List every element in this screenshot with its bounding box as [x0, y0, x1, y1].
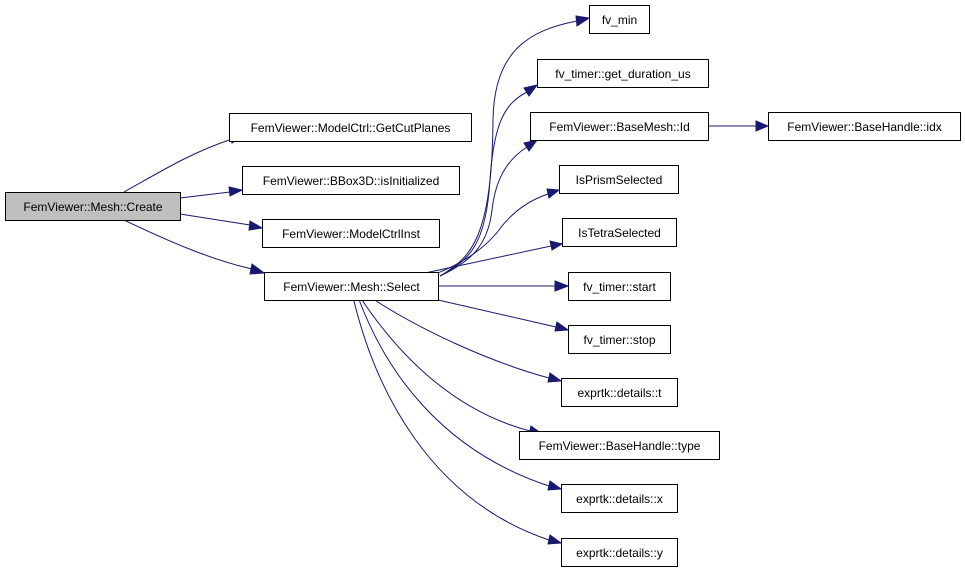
- edge-select-basemesh_id: [439, 139, 539, 277]
- edge-select-exprtk_t: [369, 296, 563, 383]
- edge-select-fv_timer_start: [438, 280, 570, 292]
- node-modelctrlinst-label: FemViewer::ModelCtrlInst: [282, 227, 420, 241]
- node-istetraselected[interactable]: IsTetraSelected: [562, 218, 677, 247]
- node-fv_timer_start-label: fv_timer::start: [583, 280, 656, 294]
- node-select-label: FemViewer::Mesh::Select: [283, 280, 420, 294]
- edge-create-select: [123, 219, 266, 275]
- edge-select-istetraselected: [424, 240, 564, 274]
- edge-create-modelctrlinst: [179, 213, 264, 231]
- node-exprtk_t-label: exprtk::details::t: [577, 386, 662, 400]
- node-modelctrlinst[interactable]: FemViewer::ModelCtrlInst: [262, 219, 440, 248]
- node-fv_min-label: fv_min: [602, 13, 637, 27]
- edge-basemesh_id-basehandle_idx: [709, 120, 770, 132]
- node-fv_timer_start[interactable]: fv_timer::start: [568, 272, 671, 301]
- node-isprismselected[interactable]: IsPrismSelected: [559, 165, 679, 194]
- node-create-label: FemViewer::Mesh::Create: [23, 200, 162, 214]
- node-exprtk_y[interactable]: exprtk::details::y: [561, 538, 678, 567]
- node-basemesh_id[interactable]: FemViewer::BaseMesh::Id: [530, 112, 709, 141]
- node-exprtk_x[interactable]: exprtk::details::x: [561, 484, 678, 513]
- node-basemesh_id-label: FemViewer::BaseMesh::Id: [549, 120, 690, 134]
- node-isprismselected-label: IsPrismSelected: [576, 173, 663, 187]
- edge-select-exprtk_x: [357, 296, 563, 491]
- node-basehandle_type[interactable]: FemViewer::BaseHandle::type: [519, 431, 720, 460]
- node-fv_timer_stop[interactable]: fv_timer::stop: [568, 325, 671, 354]
- node-isinitialized[interactable]: FemViewer::BBox3D::isInitialized: [242, 166, 460, 195]
- node-exprtk_t[interactable]: exprtk::details::t: [561, 378, 678, 407]
- node-exprtk_y-label: exprtk::details::y: [576, 546, 663, 560]
- edge-create-getcutplanes: [123, 133, 244, 193]
- node-select[interactable]: FemViewer::Mesh::Select: [264, 272, 439, 301]
- node-istetraselected-label: IsTetraSelected: [578, 226, 661, 240]
- edge-select-fv_timer_stop: [424, 296, 570, 332]
- node-basehandle_type-label: FemViewer::BaseHandle::type: [539, 439, 701, 453]
- node-get_duration_us-label: fv_timer::get_duration_us: [555, 67, 690, 81]
- edge-create-isinitialized: [179, 186, 244, 199]
- node-basehandle_idx-label: FemViewer::BaseHandle::idx: [787, 120, 942, 134]
- edge-select-fv_min: [439, 15, 591, 277]
- node-create[interactable]: FemViewer::Mesh::Create: [5, 192, 181, 221]
- node-fv_min[interactable]: fv_min: [589, 5, 650, 34]
- node-basehandle_idx[interactable]: FemViewer::BaseHandle::idx: [768, 112, 961, 141]
- edge-select-exprtk_y: [352, 296, 563, 545]
- node-getcutplanes-label: FemViewer::ModelCtrl::GetCutPlanes: [251, 121, 451, 135]
- node-get_duration_us[interactable]: fv_timer::get_duration_us: [537, 59, 709, 88]
- node-fv_timer_stop-label: fv_timer::stop: [583, 333, 655, 347]
- node-exprtk_x-label: exprtk::details::x: [576, 492, 663, 506]
- edge-select-isprismselected: [429, 188, 561, 277]
- node-getcutplanes[interactable]: FemViewer::ModelCtrl::GetCutPlanes: [229, 113, 472, 142]
- node-isinitialized-label: FemViewer::BBox3D::isInitialized: [263, 174, 440, 188]
